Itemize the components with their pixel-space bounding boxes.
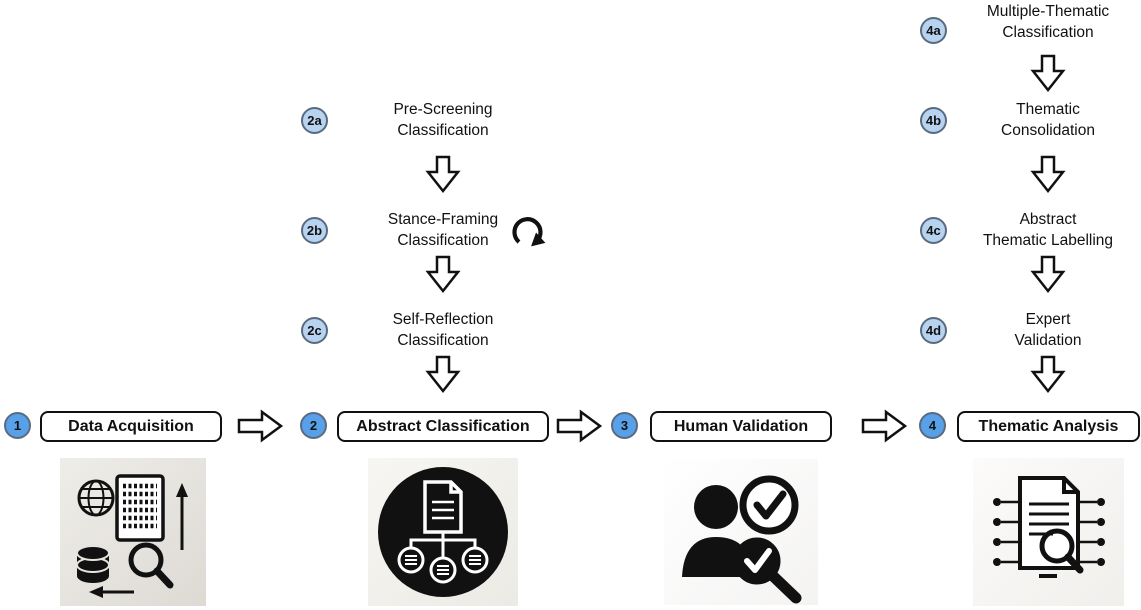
down-arrow-icon [425,355,461,394]
loop-iteration-icon [512,217,546,247]
substep-label-4a: Multiple-Thematic Classification [986,3,1110,41]
down-arrow-icon [1030,355,1066,394]
stage-badge-2: 2 [300,412,327,439]
down-arrow-icon [1030,155,1066,194]
down-arrow-icon [425,155,461,194]
substep-badge-4b: 4b [920,107,947,134]
document-icon [115,474,165,542]
down-arrow-icon [1030,54,1066,93]
globe-icon [77,479,115,517]
stage-box-data-acquisition: Data Acquisition [40,411,222,442]
abstract-classification-icon [368,458,518,606]
stage-box-abstract-classification: Abstract Classification [337,411,549,442]
substep-label-4d: Expert Validation [1014,311,1082,349]
substep-badge-4c: 4c [920,217,947,244]
down-arrow-icon [1030,255,1066,294]
left-arrow-icon [89,586,134,598]
substep-badge-4a: 4a [920,17,947,44]
substep-label-2b: Stance-Framing Classification [387,211,499,249]
list-node-icon [429,556,457,584]
substep-label-2a: Pre-Screening Classification [393,101,493,139]
stage-badge-1: 1 [4,412,31,439]
right-arrow-icon [556,409,603,443]
list-node-icon [461,546,489,574]
down-arrow-icon [425,255,461,294]
check-circle-icon [739,475,799,535]
right-arrow-icon [861,409,908,443]
stage-badge-4: 4 [919,412,946,439]
stage-badge-3: 3 [611,412,638,439]
substep-label-4b: Thematic Consolidation [1001,101,1095,139]
network-nodes-right [1080,498,1105,566]
list-node-icon [397,546,425,574]
stage-box-human-validation: Human Validation [650,411,832,442]
stage-box-thematic-analysis: Thematic Analysis [957,411,1140,442]
human-validation-icon [664,459,818,605]
right-arrow-icon [237,409,284,443]
magnifier-icon [128,542,174,589]
substep-label-4c: Abstract Thematic Labelling [982,211,1114,249]
up-arrow-icon [176,483,188,550]
substep-badge-4d: 4d [920,317,947,344]
network-nodes-left [993,498,1018,566]
data-acquisition-icon [60,458,206,606]
substep-badge-2a: 2a [301,107,328,134]
substep-badge-2c: 2c [301,317,328,344]
document-icon [423,480,463,534]
magnifier-check-icon [733,537,802,604]
substep-label-2c: Self-Reflection Classification [392,311,494,349]
magnifier-icon [1039,528,1084,574]
substep-badge-2b: 2b [301,217,328,244]
database-icon [76,545,110,583]
branch-connectors [409,532,477,558]
thematic-analysis-icon [973,458,1124,606]
